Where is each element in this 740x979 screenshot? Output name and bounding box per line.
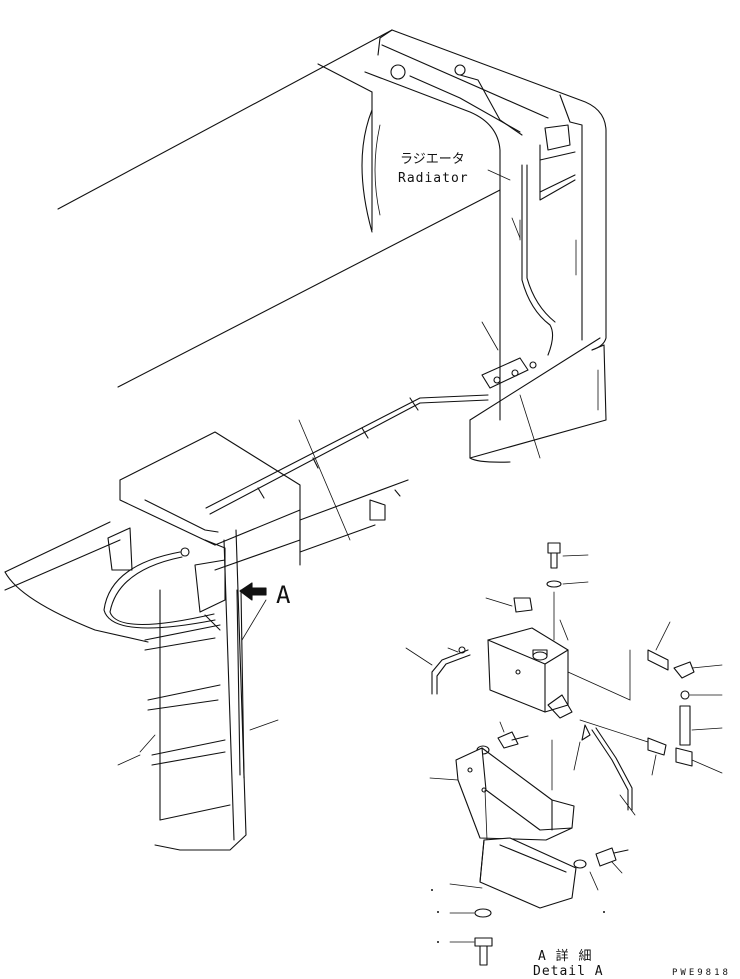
- radiator-label-en: Radiator: [398, 171, 469, 186]
- connector-icon: [647, 737, 667, 756]
- o-ring-icon: [680, 690, 690, 700]
- radiator-label-jp: ラジエータ: [400, 152, 465, 167]
- detail-a-view: [405, 542, 723, 966]
- reservoir-tank: [487, 627, 573, 719]
- washer-icon: [474, 908, 492, 918]
- mounting-bracket: [455, 747, 575, 841]
- washer-icon: [573, 859, 587, 869]
- elbow-fitting-icon: [647, 649, 695, 679]
- bolt-icon: [595, 847, 629, 867]
- bolt-icon: [474, 937, 493, 966]
- elbow-fitting-icon: [675, 747, 693, 767]
- view-arrow-icon: [239, 582, 267, 601]
- machine-body: [4, 29, 607, 851]
- detail-label-jp: A 詳 細: [538, 948, 592, 964]
- detail-label-en: Detail A: [533, 964, 604, 979]
- cover-plate: [479, 837, 577, 909]
- drawing-code: PWE9818: [672, 968, 731, 978]
- washer-icon: [546, 580, 562, 588]
- bolt-icon: [547, 542, 561, 569]
- cap-icon: [513, 597, 533, 613]
- view-a-label: A: [276, 581, 291, 609]
- bolt-icon: [497, 731, 529, 749]
- pipe-icon: [679, 705, 691, 746]
